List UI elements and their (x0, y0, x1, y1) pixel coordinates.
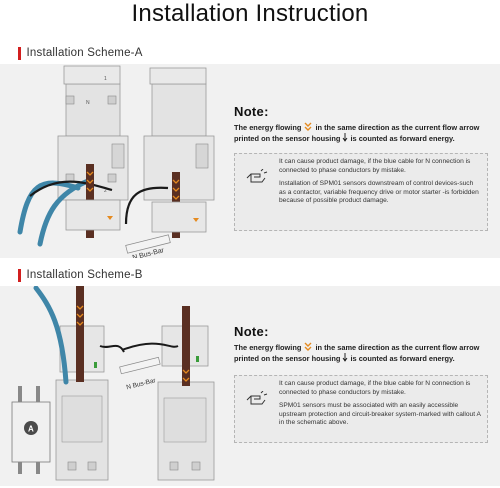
breaker-1-mark-1: 1 (104, 76, 107, 82)
breaker-1 (57, 65, 129, 201)
scheme-b-heading-text: Installation Scheme-B (26, 269, 143, 281)
scheme-a-warning-1: It can cause product damage, if the blue… (279, 158, 471, 174)
down-arrow-icon (343, 133, 348, 142)
scheme-b-warning-box: It can cause product damage, if the blue… (234, 375, 488, 443)
breaker-3 (55, 325, 109, 481)
callout-a-label: A (28, 425, 34, 434)
n-bus-bar (125, 234, 171, 254)
scheme-b-heading: Installation Scheme-B (18, 268, 143, 282)
scheme-a-bus-bar-label: N Bus-Bar (132, 247, 166, 258)
scheme-a-heading-text: Installation Scheme-A (26, 47, 143, 59)
scheme-a-note-text: The energy flowing in the same direction… (234, 122, 490, 144)
scheme-b-flow-part2: in the same direction as the current flo… (315, 343, 480, 352)
orange-chevron-icon (304, 342, 312, 351)
breaker-2 (143, 67, 215, 201)
hand-warning-icon (246, 169, 268, 183)
scheme-a-diagram: N 1 2 N Bus-Bar (17, 65, 215, 258)
scheme-a-warning-2: Installation of SPM01 sensors downstream… (279, 180, 479, 205)
scheme-b-warning-1: It can cause product damage, if the blue… (279, 380, 471, 396)
breaker-1-mark-n: N (86, 100, 90, 106)
breaker-1-mark-2: 2 (104, 188, 107, 194)
scheme-b-flow-part1: The energy flowing (234, 343, 302, 352)
scheme-b-note-title: Note: (234, 324, 269, 339)
scheme-b-note: Note: The energy flowing in the same dir… (234, 324, 490, 364)
scheme-a-note: Note: The energy flowing in the same dir… (234, 104, 490, 144)
scheme-b-bus-bar-label: N Bus-Bar (126, 377, 158, 391)
scheme-a-note-title: Note: (234, 104, 269, 119)
sensor-2 (151, 201, 207, 233)
scheme-a-heading: Installation Scheme-A (18, 46, 143, 60)
scheme-a-flow-part3: printed on the sensor housing (234, 134, 341, 143)
scheme-b-diagram: A N Bus-Bar (11, 286, 215, 481)
scheme-a-flow-part1: The energy flowing (234, 123, 302, 132)
page-title: Installation Instruction (131, 0, 369, 27)
scheme-b-note-text: The energy flowing in the same direction… (234, 342, 490, 364)
orange-chevron-icon (304, 122, 312, 131)
accent-bar (18, 268, 21, 282)
scheme-a-flow-part2: in the same direction as the current flo… (315, 123, 480, 132)
scheme-b-warning-2: SPM01 sensors must be associated with an… (279, 402, 481, 427)
sensor-1 (65, 199, 121, 231)
scheme-b-flow-part3: printed on the sensor housing (234, 354, 341, 363)
accent-bar (18, 46, 21, 60)
hand-warning-icon (246, 391, 268, 405)
scheme-a-flow-part4: is counted as forward energy. (350, 134, 455, 143)
scheme-b-flow-part4: is counted as forward energy. (350, 354, 455, 363)
upstream-breaker-a (11, 386, 51, 474)
down-arrow-icon (343, 353, 348, 362)
n-bus-bar (119, 356, 161, 375)
scheme-a-warning-box: It can cause product damage, if the blue… (234, 153, 488, 231)
